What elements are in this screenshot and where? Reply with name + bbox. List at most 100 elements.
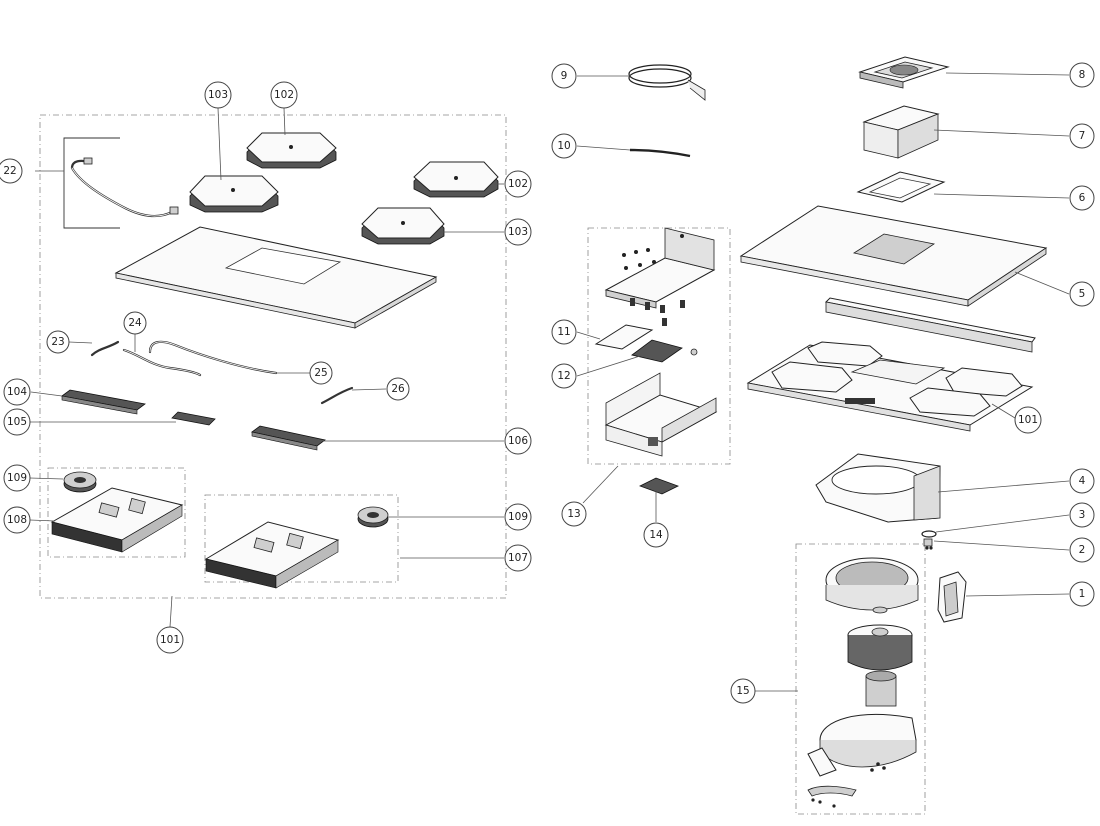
power-board-107 xyxy=(204,521,340,589)
screw-icon xyxy=(622,234,684,270)
svg-text:1: 1 xyxy=(1079,588,1086,600)
svg-text:4: 4 xyxy=(1079,475,1086,487)
control-board-106 xyxy=(251,425,326,451)
cable-25 xyxy=(148,340,278,375)
callout-23: 23 xyxy=(46,330,70,354)
glass-top-plate xyxy=(114,226,438,329)
svg-text:104: 104 xyxy=(7,386,27,398)
induction-coil-102-left xyxy=(246,132,337,169)
svg-text:109: 109 xyxy=(508,511,528,523)
callout-104: 104 xyxy=(3,378,31,406)
svg-text:101: 101 xyxy=(160,634,180,646)
svg-text:9: 9 xyxy=(561,70,568,82)
svg-text:26: 26 xyxy=(391,383,405,395)
svg-text:103: 103 xyxy=(508,226,528,238)
callout-5: 5 xyxy=(1069,281,1095,307)
callout-10: 10 xyxy=(551,133,577,159)
callout-101-right: 101 xyxy=(1014,406,1042,434)
support-rail xyxy=(824,297,1036,353)
circuit-board-11 xyxy=(594,324,654,350)
svg-text:8: 8 xyxy=(1079,69,1086,81)
terminal-block-14 xyxy=(638,477,680,495)
svg-text:14: 14 xyxy=(649,529,663,541)
callout-3: 3 xyxy=(1069,502,1095,528)
svg-text:11: 11 xyxy=(557,326,570,338)
callout-102-top: 102 xyxy=(270,81,298,109)
power-board-108 xyxy=(50,487,184,553)
cooling-fan-109-right xyxy=(357,506,389,528)
fan-base-housing xyxy=(819,713,917,768)
callout-102-right: 102 xyxy=(504,170,532,198)
callout-22: 22 xyxy=(0,158,23,184)
svg-text:6: 6 xyxy=(1079,192,1086,204)
induction-coil-102-right xyxy=(413,161,499,198)
callout-25: 25 xyxy=(309,361,333,385)
coupling-2 xyxy=(923,538,933,550)
induction-coil-103-left xyxy=(189,175,279,213)
hob-assembly-group xyxy=(39,114,507,599)
callout-26: 26 xyxy=(386,377,410,401)
svg-text:25: 25 xyxy=(314,367,327,379)
board-108-boundary xyxy=(47,467,186,558)
svg-text:15: 15 xyxy=(736,685,749,697)
impeller xyxy=(847,624,913,671)
callout-13: 13 xyxy=(561,501,587,527)
callout-107: 107 xyxy=(504,544,532,572)
callout-8: 8 xyxy=(1069,62,1095,88)
callout-15: 15 xyxy=(730,678,756,704)
duct-piece xyxy=(807,747,837,777)
callout-24: 24 xyxy=(123,311,147,335)
callout-105: 105 xyxy=(3,408,31,436)
clip-bracket xyxy=(807,785,857,797)
callout-14: 14 xyxy=(643,522,669,548)
fan-cover xyxy=(825,557,919,611)
callout-2: 2 xyxy=(1069,537,1095,563)
callout-103-right: 103 xyxy=(504,218,532,246)
svg-text:109: 109 xyxy=(7,472,27,484)
top-plate-5 xyxy=(739,205,1048,307)
svg-text:101: 101 xyxy=(1018,414,1038,426)
svg-text:24: 24 xyxy=(128,317,142,329)
callout-12: 12 xyxy=(551,363,577,389)
motor xyxy=(865,670,897,707)
middle-parts-group xyxy=(587,64,731,495)
svg-text:108: 108 xyxy=(7,514,27,526)
fan-assembly-15-boundary xyxy=(795,543,926,815)
callout-108: 108 xyxy=(3,506,31,534)
svg-text:105: 105 xyxy=(7,416,27,428)
fan-housing-4 xyxy=(815,453,941,523)
svg-text:10: 10 xyxy=(557,140,570,152)
callout-106: 106 xyxy=(504,427,532,455)
enclosure-base xyxy=(604,372,718,457)
seal-ring-9 xyxy=(628,64,706,101)
induction-coil-103-right xyxy=(361,207,445,245)
cable-24 xyxy=(122,348,202,377)
cooling-fan-109-left xyxy=(63,471,97,493)
callout-101-left: 101 xyxy=(156,626,184,654)
frame-6 xyxy=(856,171,946,203)
enclosure-13-boundary xyxy=(587,227,731,465)
bracket-22 xyxy=(63,137,120,229)
grille-8 xyxy=(858,56,950,89)
assembly-101-boundary xyxy=(39,114,507,599)
svg-text:12: 12 xyxy=(557,370,570,382)
gasket-strip-10 xyxy=(629,148,691,158)
ring-3 xyxy=(921,530,937,538)
callout-109-right: 109 xyxy=(504,503,532,531)
svg-text:106: 106 xyxy=(508,435,528,447)
svg-text:5: 5 xyxy=(1079,288,1086,300)
bracket-1 xyxy=(937,571,967,623)
svg-text:3: 3 xyxy=(1079,509,1086,521)
svg-text:7: 7 xyxy=(1079,130,1086,142)
callout-labels: 22 23 24 25 26 103 102 102 103 104 105 1… xyxy=(0,62,1095,704)
leader-lines xyxy=(29,72,1070,692)
base-frame-101 xyxy=(746,341,1034,432)
extractor-parts-group xyxy=(739,56,1048,815)
screw-icon xyxy=(811,762,886,808)
svg-text:23: 23 xyxy=(51,336,64,348)
cable-26 xyxy=(320,386,354,405)
cable-22 xyxy=(70,157,179,218)
callout-103-top: 103 xyxy=(204,81,232,109)
cable-23 xyxy=(90,340,120,357)
